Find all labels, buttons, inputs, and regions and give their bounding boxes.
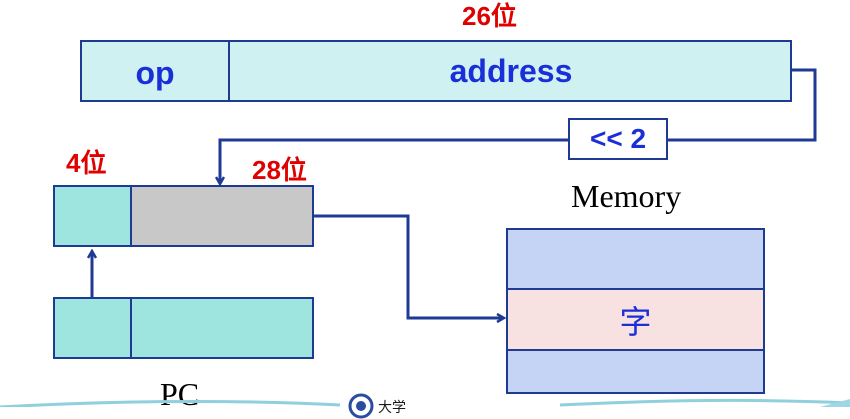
memory-word-label: 字	[619, 303, 652, 340]
shift-to-pc-target-wire	[220, 138, 568, 183]
pc-low-bits	[130, 297, 314, 359]
address-to-shift-wire	[668, 68, 817, 142]
pc-target-low-bits	[130, 185, 314, 247]
memory-title: Memory	[571, 178, 682, 214]
memory-word-cell	[506, 288, 765, 351]
connection-wires	[0, 68, 817, 407]
shift-left-box	[568, 118, 668, 160]
address-label: address	[449, 52, 573, 89]
bottom-decorative-strip	[0, 398, 850, 407]
op-field	[80, 40, 230, 102]
low-bits-width-label: 28位	[252, 155, 307, 185]
pc-high-bits	[53, 297, 132, 359]
pc-label: PC	[160, 376, 200, 412]
high-bits-width-label: 4位	[66, 148, 107, 178]
pc-target-high-bits	[53, 185, 132, 247]
pc-target-to-memory-wire	[313, 214, 503, 318]
shift-left-label: << 2	[589, 123, 647, 154]
instruction-width-label: 26位	[462, 1, 517, 31]
op-label: op	[135, 54, 175, 91]
